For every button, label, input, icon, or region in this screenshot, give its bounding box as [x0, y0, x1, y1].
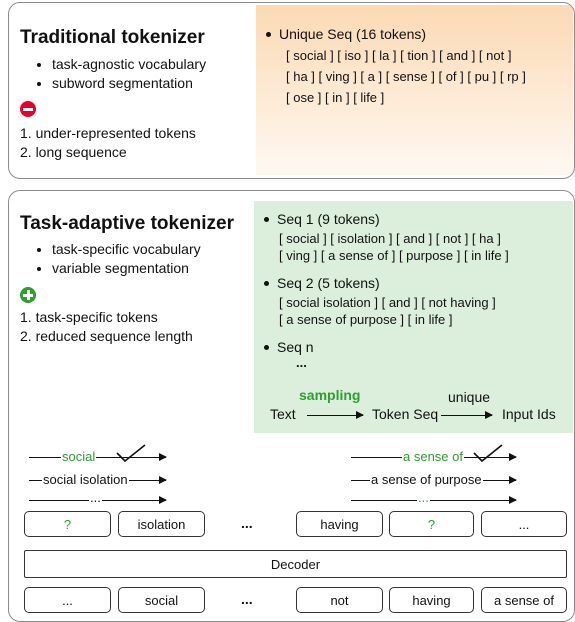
sampling-label: sampling	[299, 387, 361, 403]
seq2-line: [ a sense of purpose ] [ in life ]	[279, 312, 453, 327]
candidate-arrow	[29, 453, 167, 461]
candidate-right-label: a sense of purpose	[370, 472, 483, 487]
seqn-ellipsis: ...	[296, 355, 307, 370]
traditional-bullets: task-agnostic vocabulary subword segment…	[32, 55, 206, 93]
check-icon	[473, 444, 503, 463]
minus-circle-icon	[20, 101, 36, 117]
unique-seq-box: Unique Seq (16 tokens) [ social ] [ iso …	[256, 5, 573, 175]
seqn-heading: Seq n	[264, 338, 314, 356]
output-token-box: ?	[24, 511, 111, 537]
seq1-heading: Seq 1 (9 tokens)	[264, 210, 380, 228]
output-token-box: having	[296, 511, 383, 537]
traditional-issues: 1. under-represented tokens 2. long sequ…	[20, 124, 196, 162]
input-token-box: having	[389, 587, 474, 613]
input-token-box: ...	[24, 587, 111, 613]
traditional-bullet: subword segmentation	[52, 74, 206, 93]
benefit-item: 1. task-specific tokens	[20, 309, 158, 325]
input-ids-label: Input Ids	[502, 406, 556, 422]
issue-item: 1. under-represented tokens	[20, 125, 196, 141]
issue-item: 2. long sequence	[20, 144, 127, 160]
seq1-line: [ ving ] [ a sense of ] [ purpose ] [ in…	[279, 248, 509, 263]
adaptive-bullets: task-specific vocabulary variable segmen…	[32, 240, 201, 278]
output-token-box: ...	[481, 511, 567, 537]
input-token-box: a sense of	[481, 587, 567, 613]
unique-arrow	[441, 411, 493, 419]
decoder-box: Decoder	[24, 550, 567, 578]
candidate-right-label: a sense of	[402, 449, 464, 464]
output-ellipsis: ...	[241, 515, 253, 531]
check-icon	[116, 444, 146, 463]
adaptive-bullet: task-specific vocabulary	[52, 240, 201, 259]
token-seq-label: Token Seq	[372, 406, 439, 422]
plus-circle-icon	[20, 287, 36, 303]
sampling-arrow	[307, 411, 364, 419]
traditional-tokenizer-panel: Traditional tokenizer task-agnostic voca…	[8, 2, 575, 179]
sampled-seq-box: Seq 1 (9 tokens) [ social ] [ isolation …	[254, 201, 573, 433]
adaptive-bullet: variable segmentation	[52, 259, 201, 278]
adaptive-benefits: 1. task-specific tokens 2. reduced seque…	[20, 308, 193, 346]
unique-seq-heading: Unique Seq (16 tokens)	[266, 25, 426, 43]
output-token-box: ?	[389, 511, 474, 537]
seq1-line: [ social ] [ isolation ] [ and ] [ not ]…	[279, 231, 501, 246]
traditional-title: Traditional tokenizer	[20, 27, 205, 48]
candidate-left-label: social	[61, 449, 97, 464]
candidate-right-label: ...	[417, 490, 430, 505]
unique-seq-line: [ ha ] [ ving ] [ a ] [ sense ] [ of ] […	[286, 69, 526, 84]
input-ellipsis: ...	[241, 591, 253, 607]
output-token-box: isolation	[118, 511, 205, 537]
seq2-heading: Seq 2 (5 tokens)	[264, 274, 380, 292]
input-token-box: social	[118, 587, 205, 613]
input-token-box: not	[296, 587, 383, 613]
benefit-item: 2. reduced sequence length	[20, 328, 193, 344]
adaptive-title: Task-adaptive tokenizer	[20, 213, 235, 234]
candidate-arrow	[351, 496, 517, 504]
unique-seq-line: [ social ] [ iso ] [ la ] [ tion ] [ and…	[286, 48, 512, 63]
unique-label: unique	[448, 389, 491, 405]
unique-seq-line: [ ose ] [ in ] [ life ]	[286, 90, 385, 105]
seq2-line: [ social isolation ] [ and ] [ not havin…	[279, 295, 496, 310]
candidate-left-label: social isolation	[42, 472, 129, 487]
traditional-bullet: task-agnostic vocabulary	[52, 55, 206, 74]
candidate-left-label: ...	[89, 490, 102, 505]
text-label: Text	[270, 406, 296, 422]
task-adaptive-tokenizer-panel: Task-adaptive tokenizer task-specific vo…	[8, 190, 575, 622]
